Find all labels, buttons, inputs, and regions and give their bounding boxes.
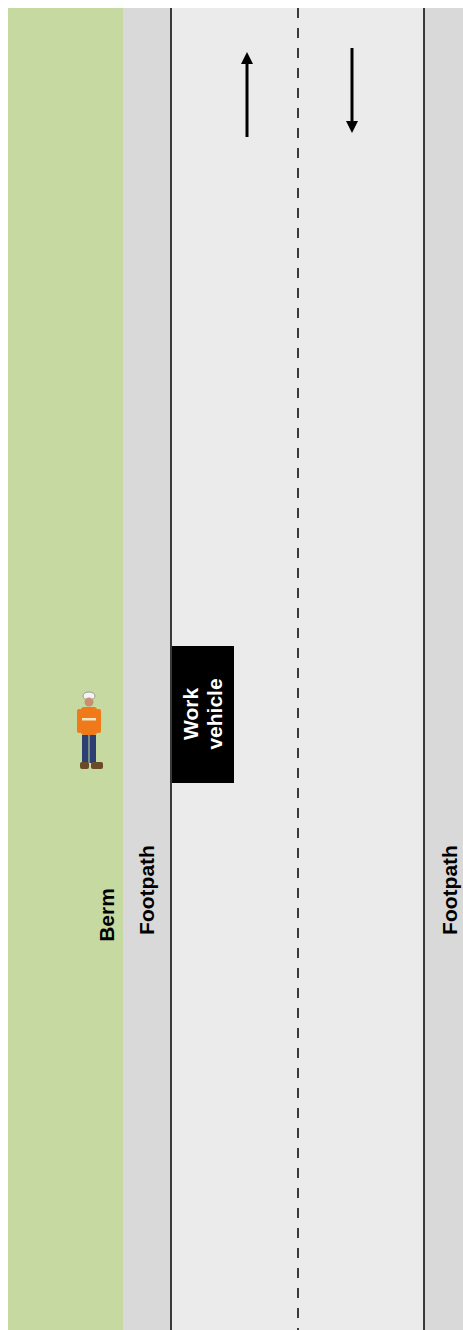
carriageway — [171, 8, 424, 1330]
worker-arm — [96, 709, 101, 733]
worker-arm — [77, 709, 82, 733]
worker-figure — [77, 692, 103, 769]
hi-vis-vest — [81, 707, 97, 735]
work-boot — [91, 762, 103, 769]
centre-line — [297, 8, 299, 1330]
band-label: Footpath — [438, 845, 462, 935]
arrow-head — [241, 52, 253, 64]
arrow-head — [346, 121, 358, 133]
traffic-arrow — [351, 48, 354, 123]
band-label: Footpath — [135, 845, 159, 935]
footpath-band: Footpath — [424, 8, 463, 1330]
kerb-line — [170, 8, 172, 1330]
worker-leg — [90, 735, 97, 763]
work-vehicle: Work vehicle — [172, 646, 234, 783]
kerb-line — [423, 8, 425, 1330]
worker-head — [85, 698, 94, 707]
traffic-arrow — [246, 62, 249, 137]
berm-band: Berm — [8, 8, 123, 1330]
hard-hat — [83, 692, 95, 700]
vehicle-label: Work vehicle — [179, 669, 227, 759]
work-boot — [80, 762, 89, 769]
footpath-band: Footpath — [123, 8, 171, 1330]
band-label: Berm — [95, 888, 119, 942]
worker-leg — [82, 735, 89, 763]
vest-stripe — [82, 718, 96, 721]
